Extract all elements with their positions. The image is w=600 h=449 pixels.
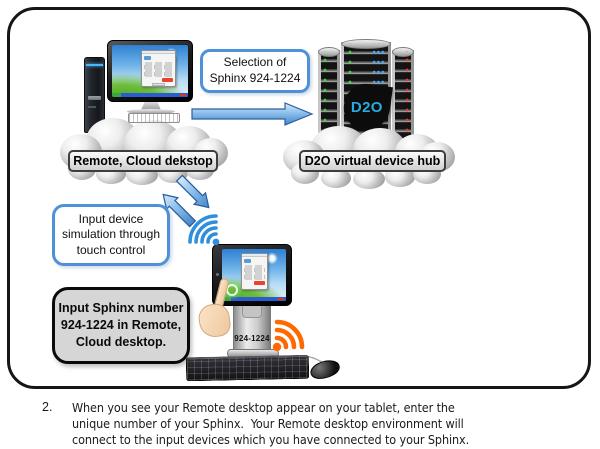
desktop-keyboard	[128, 113, 180, 123]
cloud-left-label: Remote, Cloud dekstop	[68, 150, 218, 172]
sphinx-box-line2: 924-1224 in Remote,	[60, 318, 182, 333]
server-rack-left	[318, 47, 340, 150]
wifi-blue-icon	[188, 214, 220, 246]
touch-box-line3: touch control	[76, 242, 146, 257]
taskbar-item	[180, 94, 186, 96]
stand-notch	[242, 303, 262, 318]
touch-highlight-ring	[226, 284, 239, 297]
hand-fist	[196, 302, 233, 339]
instruction-line2: unique number of your Sphinx. Your Remot…	[72, 416, 464, 431]
monitor-stand	[141, 102, 161, 110]
dialog-ok-button	[151, 83, 165, 87]
d2o-logo-text: D2O	[351, 98, 383, 116]
instruction-line3: connect to the input devices which you h…	[72, 432, 470, 447]
dialog-red-button	[254, 280, 266, 285]
tablet-device	[212, 244, 292, 306]
server-rack-right	[392, 47, 414, 150]
sphinx-box-line3: Cloud desktop.	[75, 334, 167, 349]
tower-led-strip	[86, 64, 103, 66]
touch-box-line2: simulation through	[61, 227, 161, 242]
keypad-dialog	[140, 49, 176, 88]
pointing-hand-icon	[196, 277, 236, 340]
tablet-screen-wallpaper	[222, 249, 286, 301]
dialog-titlebar	[141, 50, 175, 54]
instruction-number: 2.	[42, 400, 53, 414]
instruction-line1: When you see your Remote desktop appear …	[72, 400, 455, 415]
dialog-field	[143, 55, 151, 60]
cloud-right-label: D2O virtual device hub	[299, 150, 446, 172]
tablet-keypad-dialog	[241, 253, 269, 290]
taskbar-item	[278, 298, 284, 300]
desktop-taskbar	[112, 93, 188, 97]
dialog-keypad-grid	[244, 265, 266, 280]
tablet-camera	[216, 273, 219, 276]
wifi-orange-icon	[272, 319, 305, 352]
selection-callout-line1: Selection of	[223, 55, 287, 70]
selection-callout: Selection of Sphinx 924-1224	[200, 49, 310, 93]
selection-callout-line2: Sphinx 924-1224	[209, 71, 301, 85]
sphinx-box-line1: Input Sphinx number	[58, 301, 184, 316]
dialog-titlebar	[242, 254, 268, 258]
rack-leds-green	[323, 51, 327, 150]
keyboard	[185, 354, 310, 382]
desktop-tower	[84, 57, 105, 133]
desktop-screen-wallpaper	[112, 45, 188, 97]
dialog-red-button	[161, 78, 173, 83]
desktop-monitor	[107, 40, 193, 102]
stand-sphinx-number: 924-1224	[234, 334, 270, 343]
instruction-text: When you see your Remote desktop appear …	[72, 400, 469, 448]
monitor-base	[127, 109, 175, 114]
touch-box-line1: Input device	[78, 211, 144, 226]
tablet-stand: 924-1224	[233, 302, 271, 352]
touch-control-box: Input device simulation through touch co…	[52, 204, 170, 266]
tower-drive-bay	[88, 96, 101, 100]
rack-leds-red	[405, 51, 409, 150]
dialog-field	[244, 259, 252, 264]
tablet-taskbar	[222, 297, 286, 301]
sphinx-number-box: Input Sphinx number 924-1224 in Remote, …	[52, 287, 190, 364]
arrow-right-icon	[191, 102, 314, 126]
double-arrow-icon	[162, 174, 210, 228]
dialog-keypad-grid	[143, 61, 173, 78]
tower-power-button	[88, 106, 96, 108]
